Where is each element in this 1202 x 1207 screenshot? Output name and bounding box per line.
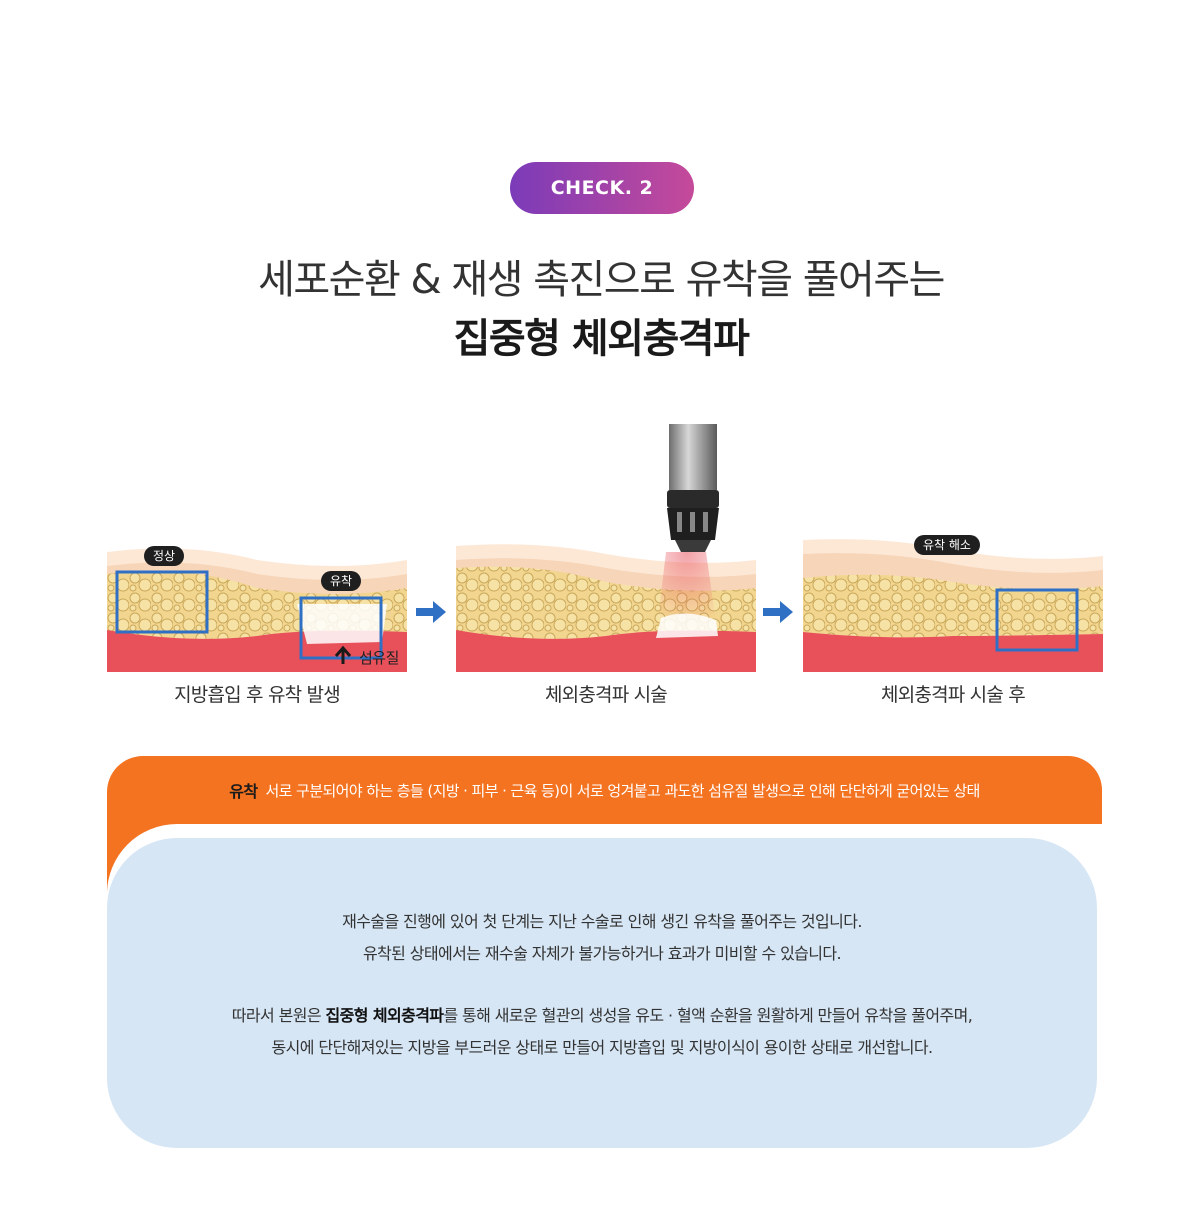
definition-bar: 유착 서로 구분되어야 하는 층들 (지방 · 피부 · 근육 등)이 서로 엉… bbox=[107, 756, 1102, 824]
tissue-illustration-treatment bbox=[456, 544, 756, 672]
arrow-right-icon bbox=[763, 601, 793, 623]
check-badge: CHECK. 2 bbox=[510, 162, 694, 214]
caption-adhesion: 지방흡입 후 유착 발생 bbox=[174, 684, 341, 706]
info-box bbox=[107, 838, 1097, 1148]
caption-after: 체외충격파 시술 후 bbox=[881, 684, 1026, 706]
panel-after: 유착 해소 bbox=[803, 532, 1103, 672]
arrow-up-icon bbox=[334, 645, 352, 664]
info-line: 따라서 본원은 집중형 체외충격파를 통해 새로운 혈관의 생성을 유도 · 혈… bbox=[231, 1006, 973, 1025]
fiber-label: 섬유질 bbox=[359, 649, 399, 667]
definition-text: 서로 구분되어야 하는 층들 (지방 · 피부 · 근육 등)이 서로 엉겨붙고… bbox=[265, 781, 980, 800]
caption-treatment: 체외충격파 시술 bbox=[544, 684, 668, 706]
info-line: 재수술을 진행에 있어 첫 단계는 지난 수술로 인해 생긴 유착을 풀어주는 … bbox=[342, 912, 862, 931]
info-line: 동시에 단단해져있는 지방을 부드러운 상태로 만들어 지방흡입 및 지방이식이… bbox=[271, 1038, 934, 1057]
panel-treatment: 체외충격파 시술 bbox=[456, 532, 756, 706]
tag-adhesion: 유착 bbox=[321, 571, 362, 591]
panel-adhesion: 정상 유착 섬유질 bbox=[107, 532, 407, 672]
tag-released: 유착 해소 bbox=[914, 535, 980, 555]
headline-line2: 집중형 체외충격파 bbox=[453, 316, 750, 362]
definition-term: 유착 bbox=[229, 782, 258, 801]
headline-line1: 세포순환 & 재생 촉진으로 유착을 풀어주는 bbox=[258, 257, 945, 303]
arrow-right-icon bbox=[416, 601, 446, 623]
info-text: 재수술을 진행에 있어 첫 단계는 지난 수술로 인해 생긴 유착을 풀어주는 … bbox=[107, 906, 1097, 1064]
info-line: 유착된 상태에서는 재수술 자체가 불가능하거나 효과가 미비할 수 있습니다. bbox=[362, 944, 842, 963]
tag-normal: 정상 bbox=[144, 546, 185, 566]
tissue-illustration-after bbox=[803, 539, 1103, 672]
shockwave-device-icon bbox=[667, 424, 719, 552]
info-highlight: 집중형 체외충격파 bbox=[325, 1006, 445, 1025]
definition-cap bbox=[1030, 756, 1102, 824]
